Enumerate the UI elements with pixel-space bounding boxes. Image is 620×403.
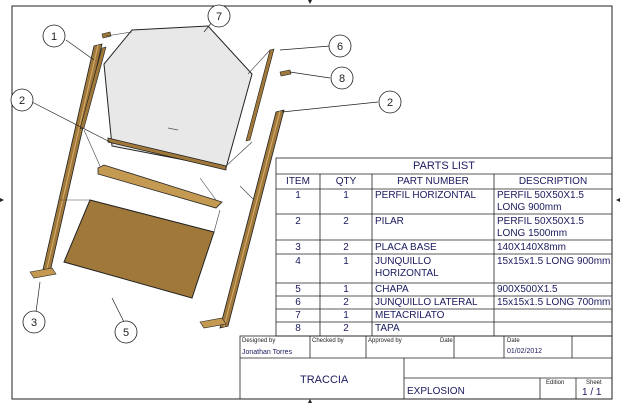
- parts-list-table: [275, 157, 613, 337]
- balloon-2-right: 2: [387, 97, 393, 109]
- balloon-8: 8: [339, 73, 345, 85]
- row-3-qty: 2: [343, 242, 349, 253]
- row-5-part: CHAPA: [375, 284, 409, 295]
- row-1-item: 1: [295, 190, 301, 201]
- junquillo-lateral-left: [79, 46, 107, 130]
- designed-by-label: Designed by: [242, 338, 276, 344]
- project-name: TRACCIA: [300, 374, 349, 386]
- row-2-desc-line-2: LONG 1500mm: [497, 228, 568, 239]
- drawing-title: EXPLOSIÓN: [407, 386, 465, 397]
- row-7-item: 7: [295, 310, 301, 321]
- row-2-part: PILAR: [375, 216, 404, 227]
- approved-by-label: Approved by: [368, 338, 402, 344]
- edition-label: Edition: [546, 380, 565, 386]
- balloon-5: 5: [123, 327, 129, 339]
- row-3-item: 3: [295, 242, 301, 253]
- sheet-label: Sheet: [586, 380, 602, 386]
- tapa-right: [279, 69, 292, 77]
- chapa-plate: [63, 199, 215, 299]
- row-1-desc-line-2: LONG 900mm: [497, 202, 562, 213]
- designer-name: Jonathan Torres: [242, 349, 293, 356]
- row-5-qty: 1: [343, 284, 349, 295]
- header-qty: QTY: [335, 176, 357, 187]
- title-block: [239, 335, 613, 400]
- junquillo-lateral-right: [245, 48, 275, 142]
- row-8-part: TAPA: [375, 323, 400, 334]
- sheet-number: 1 / 1: [582, 387, 602, 398]
- row-2-item: 2: [295, 216, 301, 227]
- placa-base-right: [199, 317, 227, 329]
- checked-by-label: Checked by: [312, 338, 344, 344]
- row-1-qty: 1: [343, 190, 349, 201]
- row-6-desc: 15x15x1.5 LONG 700mm: [497, 297, 611, 308]
- date-label: Date: [440, 338, 453, 344]
- row-4-qty: 1: [343, 256, 349, 267]
- row-3-part: PLACA BASE: [375, 242, 437, 253]
- header-part-number: PART NUMBER: [397, 176, 469, 187]
- row-1-part: PERFIL HORIZONTAL: [375, 190, 477, 201]
- row-5-item: 5: [295, 284, 301, 295]
- row-8-qty: 2: [343, 323, 349, 334]
- row-1-desc-line-1: PERFIL 50X50X1.5: [497, 190, 584, 201]
- perfil-horizontal: [97, 164, 223, 209]
- tapa-top-left: [101, 31, 112, 39]
- row-6-qty: 2: [343, 297, 349, 308]
- balloon-1: 2: [19, 95, 25, 107]
- row-2-qty: 2: [343, 216, 349, 227]
- drawing-date: 01/02/2012: [507, 348, 543, 355]
- row-8-item: 8: [295, 323, 301, 334]
- parts-list-title: PARTS LIST: [413, 160, 475, 172]
- balloon-3: 3: [31, 317, 37, 329]
- date-label-2: Date: [507, 338, 520, 344]
- row-7-qty: 1: [343, 310, 349, 321]
- row-7-part: METACRILATO: [375, 310, 445, 321]
- balloon-2-left: 1: [51, 31, 57, 43]
- row-4-part-line-2: HORIZONTAL: [375, 268, 439, 279]
- balloon-7: 7: [216, 11, 222, 23]
- row-2-desc-line-1: PERFIL 50X50X1.5: [497, 216, 584, 227]
- row-6-part: JUNQUILLO LATERAL: [375, 297, 478, 308]
- row-5-desc: 900X500X1.5: [497, 284, 558, 295]
- row-4-item: 4: [295, 256, 301, 267]
- row-3-desc: 140X140X8mm: [497, 242, 566, 253]
- row-6-item: 6: [295, 297, 301, 308]
- row-4-part-line-1: JUNQUILLO: [375, 256, 432, 267]
- header-item: ITEM: [286, 176, 310, 187]
- balloon-6: 6: [337, 41, 343, 53]
- row-4-desc: 15x15x1.5 LONG 900mm: [497, 256, 611, 267]
- header-description: DESCRIPTION: [518, 176, 588, 187]
- placa-base-left: [29, 267, 57, 279]
